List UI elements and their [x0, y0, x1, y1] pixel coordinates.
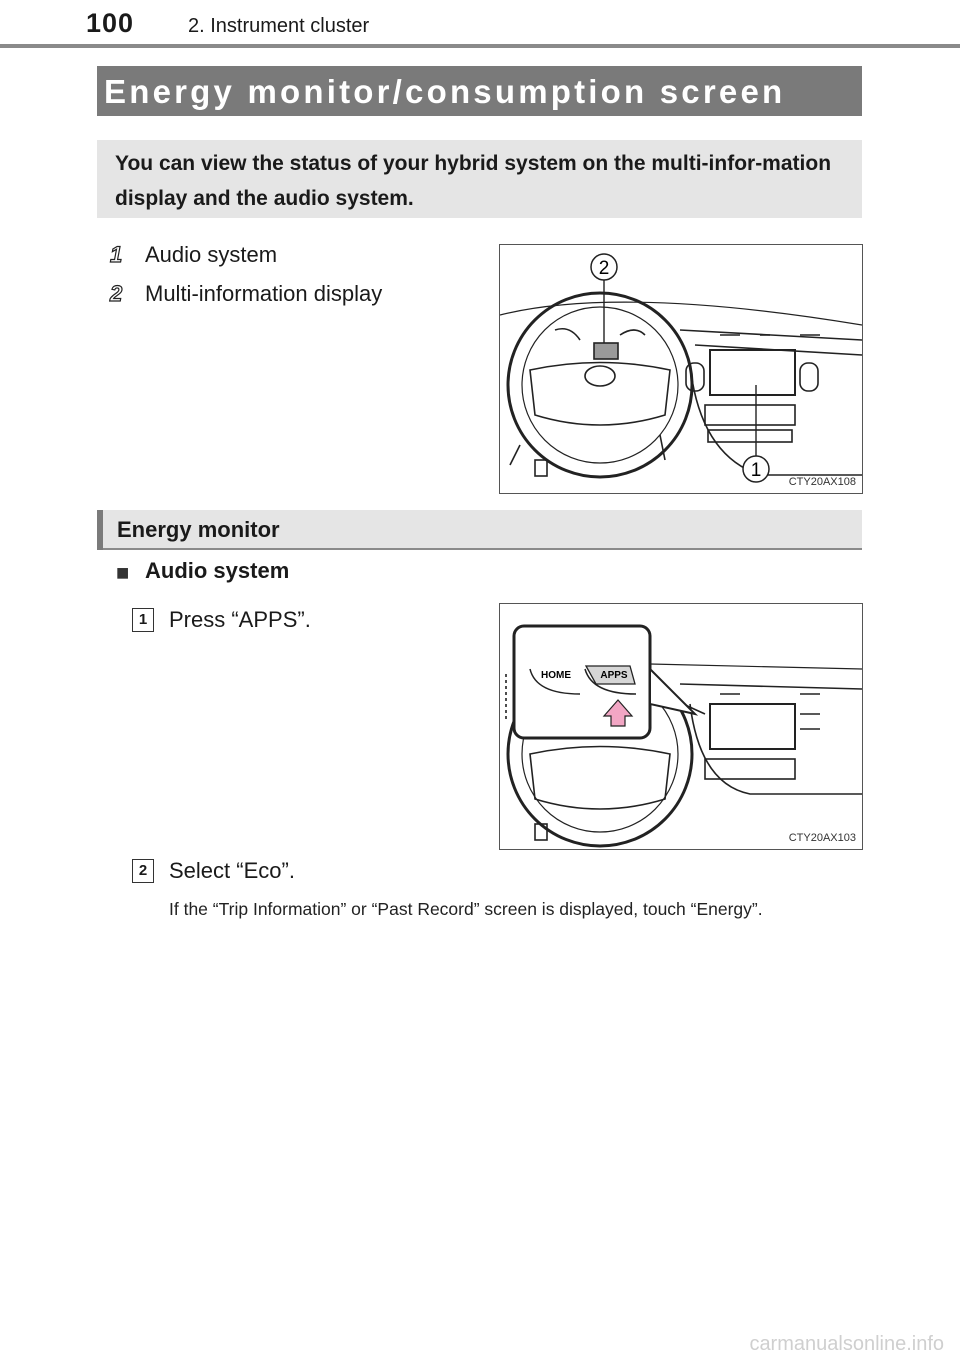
intro-text: You can view the status of your hybrid s…	[115, 152, 832, 210]
intro-box	[97, 140, 862, 218]
callout-number-2: 2	[109, 280, 123, 306]
section-title-bar	[97, 66, 862, 116]
subsection-accent	[97, 510, 103, 550]
press-arrow-icon	[602, 699, 634, 727]
figure-code-2: CTY20AX103	[788, 832, 856, 844]
step-number-1: 1	[132, 608, 154, 632]
dashboard-figure-2: HOME APPS CTY20AX103	[499, 603, 863, 850]
home-button-label: HOME	[541, 670, 571, 681]
apps-button-illustration: HOME APPS	[505, 624, 862, 848]
dashboard-illustration: 2 1	[500, 253, 862, 483]
dashboard-figure-1: 2 1 CTY20AX108	[499, 244, 863, 494]
step-text-2: Select “Eco”.	[169, 858, 295, 883]
watermark: carmanualsonline.info	[749, 1333, 944, 1355]
step-number-2: 2	[132, 859, 154, 883]
section-title: Energy monitor/consumption screen	[104, 73, 786, 110]
figure-callout-2: 2	[599, 258, 610, 279]
callout-label-multi-information-display: Multi-information display	[145, 281, 383, 306]
callout-label-audio-system: Audio system	[145, 242, 278, 267]
subsection-bar	[97, 510, 862, 550]
callout-number-1: 1	[109, 241, 123, 267]
step-text-1: Press “APPS”.	[169, 607, 311, 632]
square-bullet-icon: ■	[116, 560, 130, 585]
bullet-heading: Audio system	[145, 558, 290, 583]
subsection-title: Energy monitor	[117, 517, 280, 542]
header-divider	[0, 44, 960, 48]
figure-code-1: CTY20AX108	[788, 476, 856, 488]
running-header: 2. Instrument cluster	[188, 15, 370, 37]
page-number: 100	[86, 8, 135, 38]
apps-button-label: APPS	[600, 670, 628, 681]
figure-callout-1: 1	[751, 460, 762, 481]
note-text: If the “Trip Information” or “Past Recor…	[169, 899, 763, 919]
